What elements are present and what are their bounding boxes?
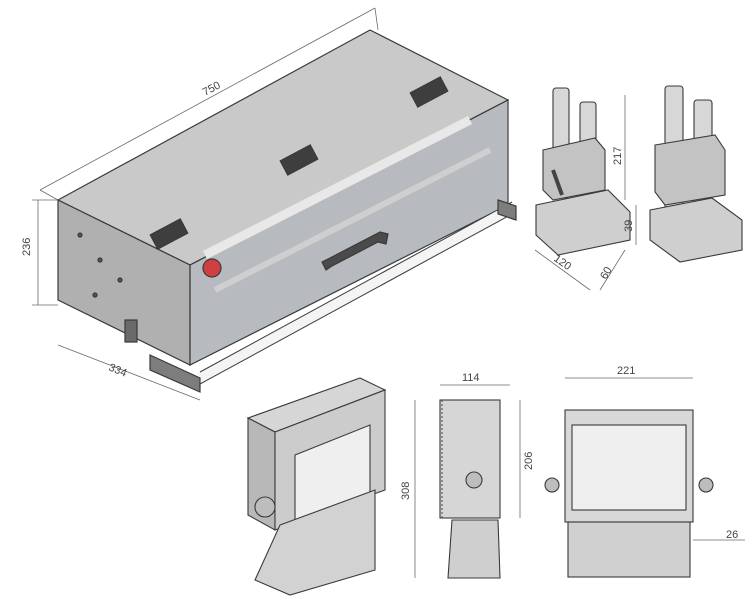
dim-bracket-depth-label: 60 [598, 265, 615, 282]
dim-controller-total-label: 308 [400, 482, 412, 500]
main-unit-drawing [56, 29, 517, 393]
roller-end-bracket [149, 354, 201, 393]
inner-roller-1 [202, 115, 473, 260]
controller-side-view [439, 399, 501, 579]
controller-front-screen [571, 424, 687, 511]
hinge-middle [279, 144, 319, 176]
mount-knob [254, 496, 276, 518]
dim-depth-label: 334 [107, 362, 129, 380]
dim-controller-depth-label: 114 [462, 372, 480, 384]
controller-iso-view [246, 377, 387, 596]
hinge-right [409, 76, 449, 108]
dim-length-label: 750 [201, 79, 223, 98]
controller-front-dimensions [565, 377, 745, 541]
front-handle [321, 231, 389, 271]
inner-roller-2 [213, 147, 492, 293]
bracket-view-2 [649, 85, 743, 263]
dim-height-label: 236 [21, 238, 33, 256]
bracket-view-1 [535, 87, 631, 256]
red-mechanism [202, 258, 222, 278]
dim-bracket-base-label: 39 [623, 220, 635, 232]
hinge-left [149, 218, 189, 250]
dim-knob-offset-label: 26 [726, 529, 738, 541]
dim-controller-box-label: 206 [523, 452, 535, 470]
dim-bracket-height-label: 217 [612, 147, 624, 165]
bottom-roller [197, 203, 515, 383]
dim-controller-width-label: 221 [617, 365, 635, 377]
bracket-dimensions [534, 95, 637, 291]
controller-side-dimensions [414, 384, 521, 578]
connector-port [124, 319, 138, 343]
dim-bracket-width-label: 120 [551, 253, 573, 273]
controller-front-view [544, 409, 714, 578]
main-unit-dimensions [32, 7, 379, 401]
